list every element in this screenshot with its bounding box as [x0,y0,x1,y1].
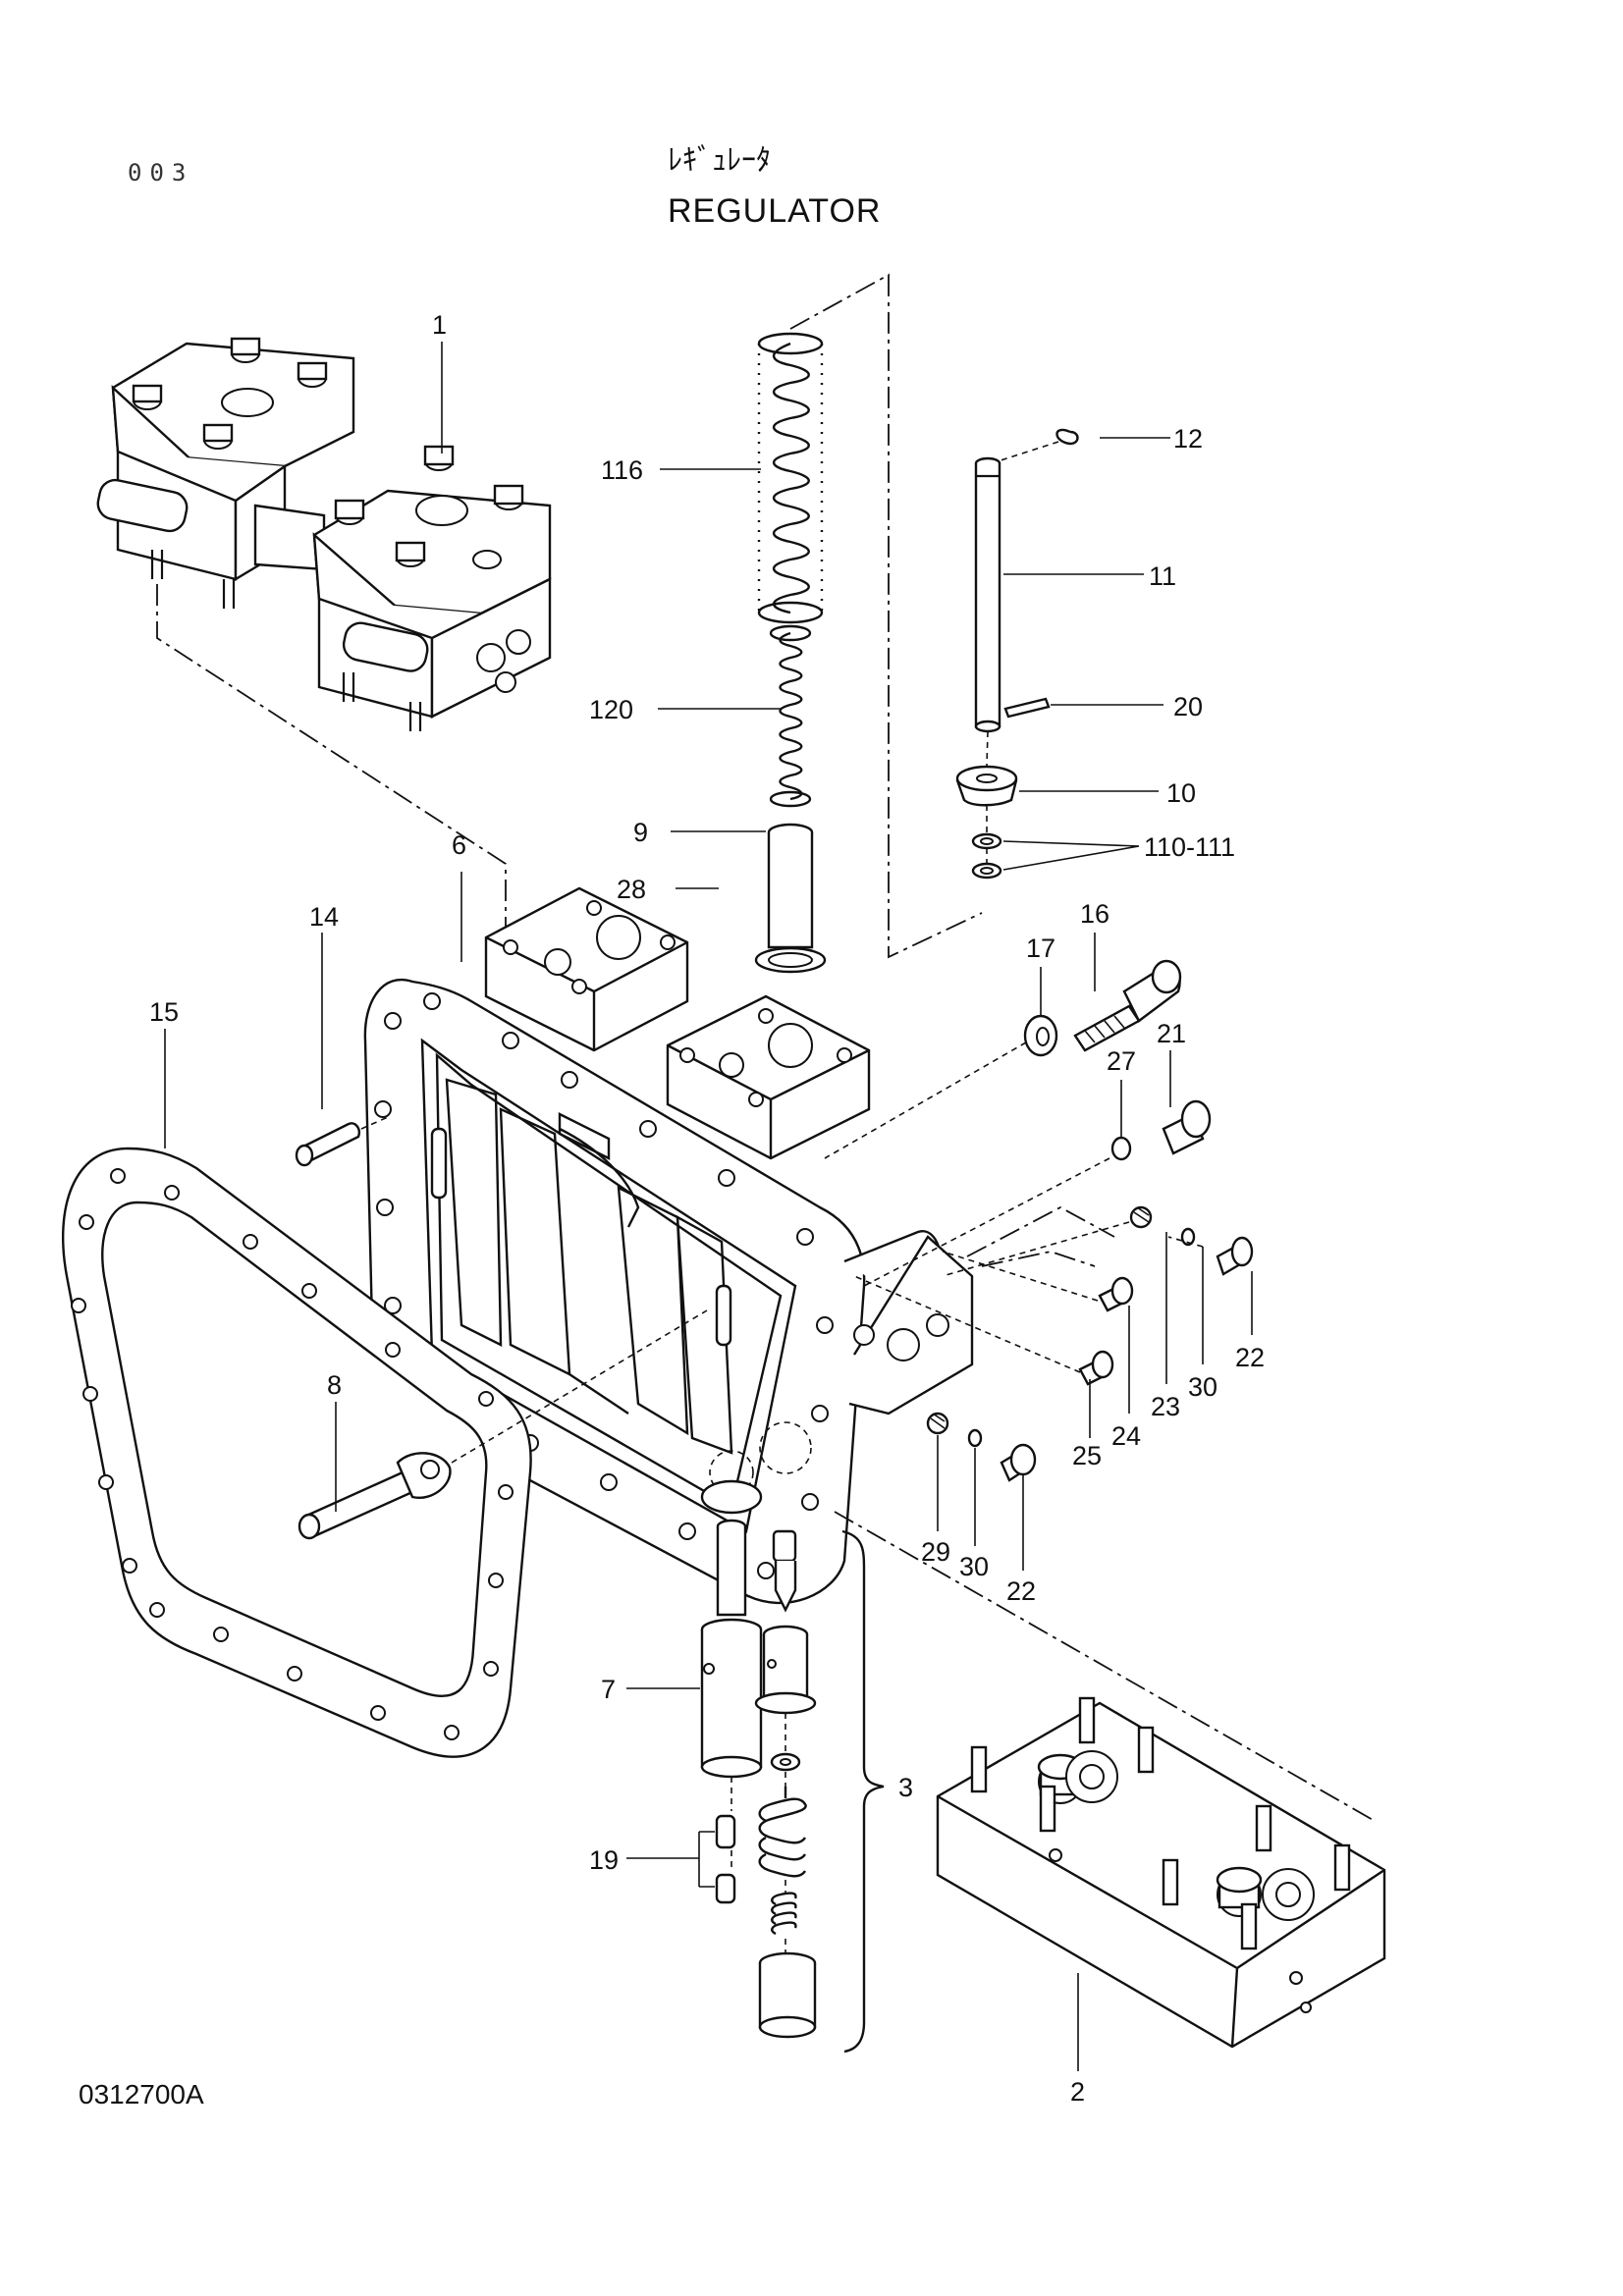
callout-110-111: 110-111 [1144,832,1235,862]
assembly-line-part-1 [156,584,507,967]
part-10-spring-seat [955,765,1018,807]
part-8-lever-pin [298,1452,452,1540]
part-30b-o-ring [967,1428,983,1448]
callout-20: 20 [1173,692,1203,721]
callout-16: 16 [1080,899,1109,929]
part-120-inner-spring [769,624,812,808]
callout-24: 24 [1111,1421,1141,1451]
callout-2: 2 [1070,2077,1085,2107]
callout-30-lower: 30 [959,1552,989,1581]
callout-3: 3 [898,1773,913,1802]
callout-29: 29 [921,1537,950,1567]
part-7-spool [700,1519,763,1779]
part-110-111-shims [971,832,1002,880]
callout-15: 15 [149,997,179,1027]
part-22b-plug [1000,1443,1037,1482]
part-30a-o-ring [1180,1227,1196,1247]
assembly-line-springs [789,273,983,959]
part-14-pin [295,1122,360,1167]
assembly-line-part-2 [834,1511,1376,1822]
callout-21: 21 [1157,1019,1186,1048]
callout-116: 116 [601,455,643,485]
part-21-plug [1162,1099,1212,1155]
part-25-screw [1078,1350,1114,1386]
part-9-sleeve [754,823,827,974]
part-2-cover-block [936,1696,1386,2049]
part-116-outer-spring [757,332,824,624]
part-29-plug [926,1412,949,1435]
callout-19: 19 [589,1845,619,1875]
drawing-code: 0312700A [79,2079,204,2109]
part-24-screw [1098,1276,1134,1312]
callout-8: 8 [327,1370,342,1400]
part-16-bolt [1073,959,1182,1052]
part-12-clip [1055,428,1079,446]
callout-120: 120 [589,695,633,724]
title-english: REGULATOR [668,192,882,230]
page-number: 003 [128,159,194,187]
callout-6: 6 [452,830,466,860]
part-11-rod [974,456,1001,733]
callout-17: 17 [1026,934,1055,963]
callout-22-upper: 22 [1235,1343,1265,1372]
part-19-pins [715,1814,736,1904]
callout-labels: 1 116 12 11 20 120 10 9 110-111 6 28 14 … [149,310,1265,2107]
callout-22-lower: 22 [1006,1576,1036,1606]
leader-lines [164,342,1253,2071]
callout-12: 12 [1173,424,1203,454]
part-3-valve-assembly [754,1529,817,2039]
assembly-line-right-1 [966,1205,1115,1257]
callout-10: 10 [1166,778,1196,808]
callout-27: 27 [1107,1046,1136,1076]
callout-23: 23 [1151,1392,1180,1421]
callout-1: 1 [432,310,447,340]
callout-11: 11 [1149,561,1176,591]
callout-28: 28 [617,875,646,904]
assembly-line-right-2 [981,1251,1096,1267]
part-23-plug [1129,1205,1153,1229]
callout-14: 14 [309,902,339,932]
callout-25: 25 [1072,1441,1102,1470]
title-japanese: ﾚｷﾞｭﾚｰﾀ [668,143,771,178]
part-20-pin [1003,697,1051,719]
part-22a-plug [1216,1236,1254,1276]
part-1-pilot-valve [96,337,552,731]
part-17-washer [1023,1014,1058,1057]
callout-9: 9 [633,818,648,847]
part-27-o-ring [1110,1136,1132,1161]
callout-30-upper: 30 [1188,1372,1217,1402]
callout-7: 7 [601,1675,616,1704]
part-15-gasket [62,1147,532,1758]
